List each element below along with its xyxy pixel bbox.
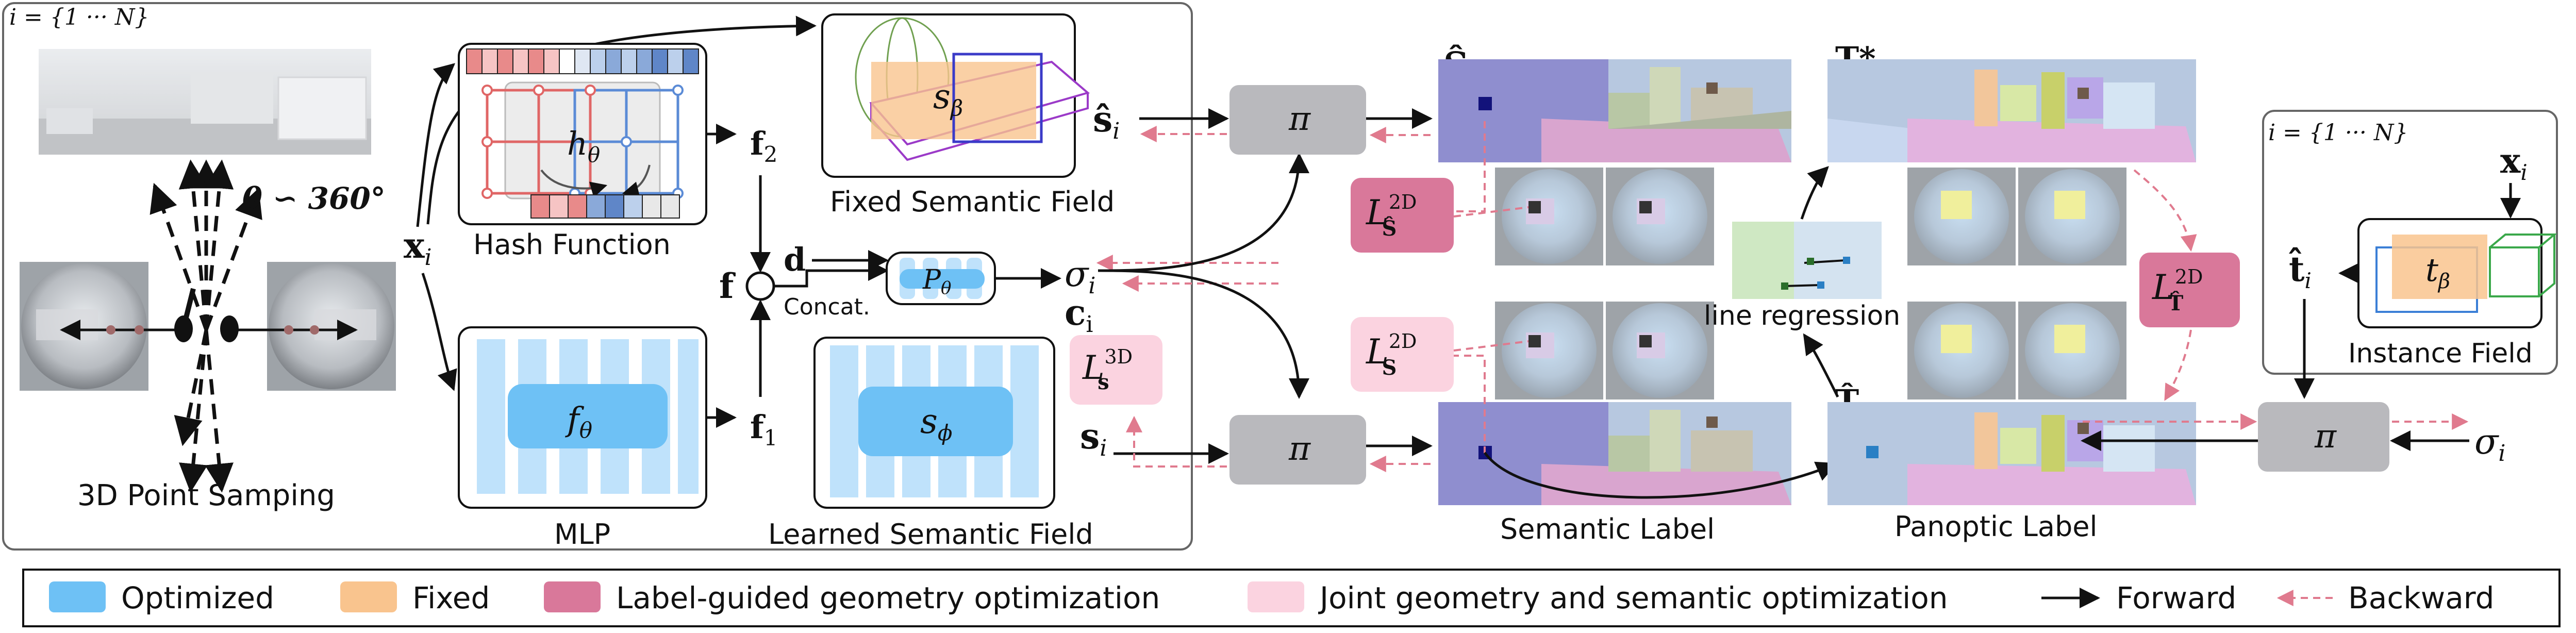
p-theta-label: Pθ <box>922 264 951 298</box>
legend-label-fixed: Fixed <box>412 580 490 615</box>
legend-label-joint: Joint geometry and semantic optimization <box>1318 580 1948 615</box>
legend-label-label-guided: Label-guided geometry optimization <box>616 580 1160 615</box>
line-regression-label: line regression <box>1704 301 1900 331</box>
f-fusion-label: f <box>719 266 736 306</box>
s-hat-i-label: ŝi <box>1093 99 1120 144</box>
regression-to-t-star <box>1800 166 1829 220</box>
mlp-title: MLP <box>554 518 610 551</box>
pi-bottom-label: π <box>1288 430 1311 468</box>
legend-swatch-label-guided <box>544 581 601 612</box>
fisheye-left <box>20 262 148 391</box>
f1-label: f1 <box>750 408 777 451</box>
legend-label-backward: Backward <box>2348 580 2494 615</box>
legend-label-forward: Forward <box>2116 580 2236 615</box>
learned-field-title: Learned Semantic Field <box>768 518 1093 551</box>
instance-t-hat-label: t̂i <box>2289 248 2312 293</box>
fixed-field-func: sβ <box>933 77 963 121</box>
pi-box-top <box>1229 85 1366 155</box>
hash-function-box: hθ <box>458 43 707 225</box>
mlp-func-label: fθ <box>565 401 592 443</box>
legend-swatch-fixed <box>340 581 397 612</box>
learned-field-func: sϕ <box>920 402 953 445</box>
legend-swatch-joint <box>1248 581 1304 612</box>
mlp-box <box>458 326 707 509</box>
legend: Optimized Fixed Label-guided geometry op… <box>49 580 2494 615</box>
sigma-to-pi-top <box>1098 153 1309 272</box>
hash-grid-nodes <box>481 85 596 199</box>
c-i-label: ci <box>1065 292 1093 338</box>
camera-left <box>174 315 193 342</box>
hash-func-label: hθ <box>567 125 600 167</box>
d-label: d <box>784 241 806 278</box>
s-to-t-hat-curve <box>1483 452 1837 499</box>
sample-point <box>284 325 293 335</box>
loss-s-hat-2d-box <box>1351 178 1454 253</box>
x-i-label: xi <box>404 225 432 271</box>
semantic-title: Semantic Label <box>1500 513 1715 545</box>
hash-title: Hash Function <box>473 228 671 261</box>
pi-to-s-i-back <box>1126 415 1227 468</box>
t-hat-to-regression <box>1803 333 1839 398</box>
panoptic-fisheye-top <box>1907 168 2126 265</box>
s-i-label: si <box>1080 416 1107 461</box>
pi-box-bottom <box>1229 415 1366 485</box>
loss-t-hat-2d-box <box>2139 253 2240 327</box>
p-theta-box <box>886 252 996 305</box>
sample-point <box>106 325 115 335</box>
pi-box-instance <box>2258 402 2389 472</box>
panoptic-map-bottom <box>1827 402 2196 505</box>
sample-point <box>135 325 144 335</box>
sampling-rays <box>60 159 358 493</box>
semantic-fisheye-bottom <box>1495 302 1714 399</box>
semantic-map-top <box>1438 59 1791 162</box>
line-regression-box <box>1732 222 1882 299</box>
pi-top-label: π <box>1288 100 1311 138</box>
fusion <box>745 175 1061 397</box>
loss-s-2d-box <box>1351 317 1454 392</box>
panoptic-title: Panoptic Label <box>1894 510 2097 543</box>
legend-label-optimized: Optimized <box>121 580 274 615</box>
learned-semantic-field-box <box>813 337 1055 509</box>
camera-right <box>220 315 239 342</box>
pi-instance-label: π <box>2314 418 2337 456</box>
instance-title: Instance Field <box>2348 338 2533 369</box>
instance-panel-frame <box>2262 110 2558 375</box>
fixed-semantic-field-box <box>821 13 1090 178</box>
sigma-to-pi-bottom <box>1098 269 1309 399</box>
concat-label: Concat. <box>784 294 870 320</box>
instance-field-box <box>2357 218 2557 328</box>
t-star-to-loss-back <box>2133 169 2197 252</box>
hash-cells-top <box>466 48 699 74</box>
index-label: i = {1 ··· N} <box>9 4 149 30</box>
panoptic-map-top <box>1827 59 2196 162</box>
street-photo <box>39 49 371 155</box>
panoptic-fisheye-bottom <box>1907 302 2126 399</box>
instance-func-label: tβ <box>2425 251 2450 293</box>
instance-index-label: i = {1 ··· N} <box>2268 120 2408 146</box>
f2-label: f2 <box>750 125 777 167</box>
instance-sigma-label: σi <box>2474 422 2506 467</box>
fixed-field-title: Fixed Semantic Field <box>830 186 1115 218</box>
sigma-i-label: σi <box>1065 254 1096 299</box>
sampling-title: 3D Point Samping <box>77 479 335 512</box>
hash-cells-bottom <box>530 194 680 219</box>
hash-grid-nodes-blue <box>569 85 684 199</box>
theta-label: θ ∽ 360° <box>242 181 386 216</box>
semantic-map-bottom <box>1438 402 1791 505</box>
loss-s3d-box <box>1070 335 1162 405</box>
loss-to-t-hat-back <box>2164 329 2192 401</box>
semantic-backward-lines <box>1453 121 1529 454</box>
semantic-fisheye-top <box>1495 168 1714 265</box>
sample-point <box>310 325 319 335</box>
main-panel-frame <box>2 2 1193 551</box>
instance-x-label: xi <box>2500 141 2528 185</box>
legend-swatch-optimized <box>49 581 106 612</box>
